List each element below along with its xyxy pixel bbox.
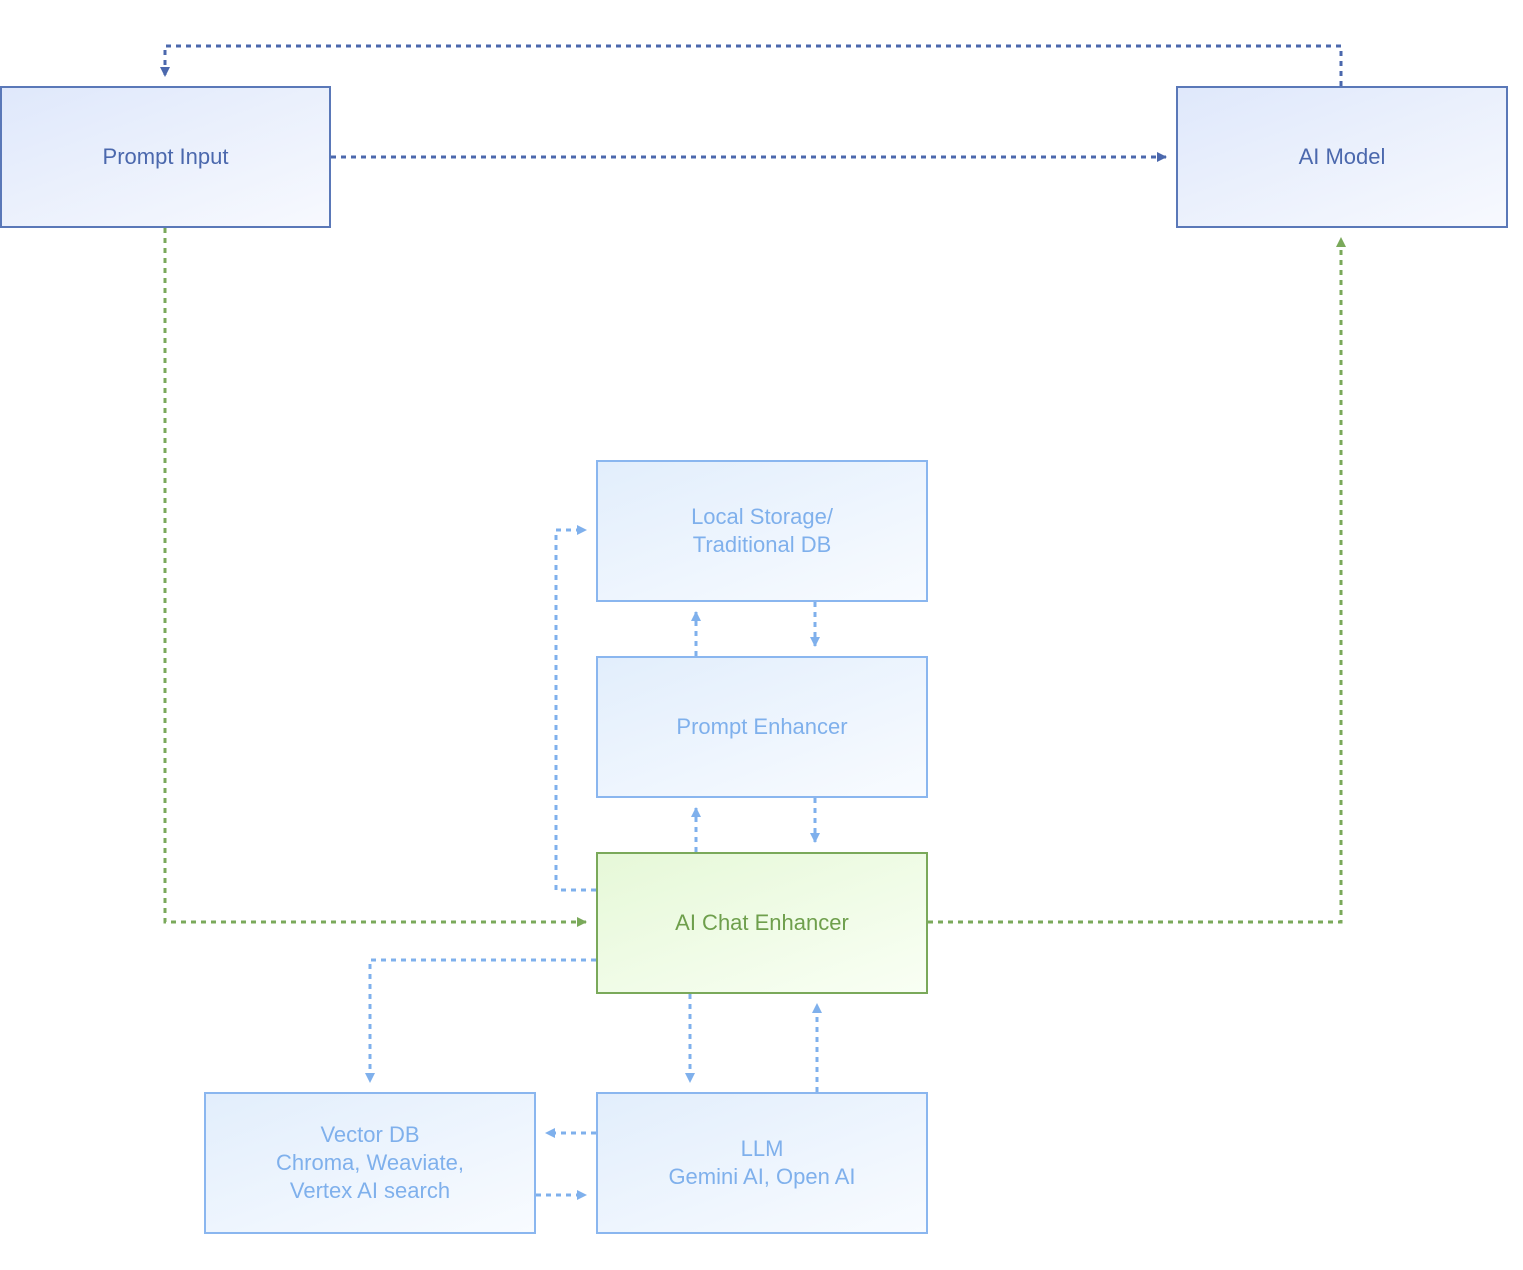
llm-label-line-1: LLM [740,1136,784,1161]
edge-prompt-input-to-chat-enhancer [163,228,587,927]
llm-node[interactable]: LLM Gemini AI, Open AI [596,1092,928,1234]
prompt-input-label: Prompt Input [102,144,229,169]
local-storage-label-line-1: Local Storage/ [691,504,833,529]
prompt-input-node[interactable]: Prompt Input [0,86,331,228]
local-storage-node[interactable]: Local Storage/ Traditional DB [596,460,928,602]
vector-db-label-line-1: Vector DB [320,1122,420,1147]
vector-db-node[interactable]: Vector DB Chroma, Weaviate, Vertex AI se… [204,1092,536,1234]
local-storage-label-line-2: Traditional DB [692,532,832,557]
llm-label-line-2: Gemini AI, Open AI [668,1164,856,1189]
prompt-enhancer-label: Prompt Enhancer [676,714,848,739]
edge-ai-model-to-prompt-input [160,44,1343,86]
edge-chat-enhancer-to-vector-db [365,958,596,1083]
ai-chat-enhancer-label: AI Chat Enhancer [675,910,849,935]
vector-db-label-line-3: Vertex AI search [289,1178,451,1203]
edge-chat-enhancer-to-ai-model [928,237,1346,924]
ai-model-node[interactable]: AI Model [1176,86,1508,228]
ai-model-label: AI Model [1298,144,1386,169]
vector-db-label-line-2: Chroma, Weaviate, [276,1150,464,1175]
edge-chat-enhancer-to-local-storage [554,525,596,892]
ai-chat-enhancer-node[interactable]: AI Chat Enhancer [596,852,928,994]
prompt-enhancer-node[interactable]: Prompt Enhancer [596,656,928,798]
